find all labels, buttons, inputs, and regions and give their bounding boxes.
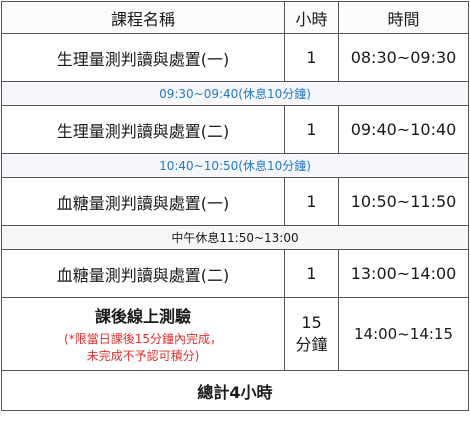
online-test-hours: 15 分鐘 [284, 297, 339, 371]
online-test-cell: 課後線上測驗 (*限當日課後15分鐘內完成， 未完成不予認可積分) [1, 297, 285, 371]
total-row: 總計4小時 [1, 370, 469, 411]
break-text: 10:40~10:50(休息10分鐘) [1, 153, 469, 178]
course-name: 血糖量測判讀與處置(一) [1, 177, 285, 226]
schedule-table: 課程名稱 小時 時間 生理量測判讀與處置(一) 1 08:30~09:30 09… [1, 1, 469, 411]
course-time: 10:50~11:50 [338, 177, 469, 226]
course-hours: 1 [284, 177, 339, 226]
online-test-hours-value: 15 [301, 313, 322, 332]
lunch-break-row: 中午休息11:50~13:00 [1, 225, 469, 250]
table-row: 血糖量測判讀與處置(一) 1 10:50~11:50 [1, 177, 469, 226]
course-time: 09:40~10:40 [338, 105, 469, 154]
course-name: 生理量測判讀與處置(一) [1, 33, 285, 82]
course-time: 08:30~09:30 [338, 33, 469, 82]
header-hours: 小時 [284, 1, 339, 34]
online-test-row: 課後線上測驗 (*限當日課後15分鐘內完成， 未完成不予認可積分) 15 分鐘 … [1, 297, 469, 371]
table-row: 生理量測判讀與處置(二) 1 09:40~10:40 [1, 105, 469, 154]
total-text: 總計4小時 [1, 370, 469, 411]
break-text: 09:30~09:40(休息10分鐘) [1, 81, 469, 106]
course-hours: 1 [284, 105, 339, 154]
online-test-title: 課後線上測驗 [94, 307, 191, 326]
table-row: 血糖量測判讀與處置(二) 1 13:00~14:00 [1, 249, 469, 298]
table-row: 生理量測判讀與處置(一) 1 08:30~09:30 [1, 33, 469, 82]
lunch-break-text: 中午休息11:50~13:00 [1, 225, 469, 250]
course-hours: 1 [284, 33, 339, 82]
course-name: 血糖量測判讀與處置(二) [1, 249, 285, 298]
course-time: 13:00~14:00 [338, 249, 469, 298]
break-row: 09:30~09:40(休息10分鐘) [1, 81, 469, 106]
online-test-hours-unit: 分鐘 [295, 335, 328, 354]
header-course: 課程名稱 [1, 1, 285, 34]
online-test-note-2: 未完成不予認可積分) [86, 349, 200, 363]
online-test-time: 14:00~14:15 [338, 297, 469, 371]
course-name: 生理量測判讀與處置(二) [1, 105, 285, 154]
break-row: 10:40~10:50(休息10分鐘) [1, 153, 469, 178]
header-time: 時間 [338, 1, 469, 34]
header-row: 課程名稱 小時 時間 [1, 1, 469, 34]
online-test-note-1: (*限當日課後15分鐘內完成， [64, 332, 222, 346]
course-hours: 1 [284, 249, 339, 298]
